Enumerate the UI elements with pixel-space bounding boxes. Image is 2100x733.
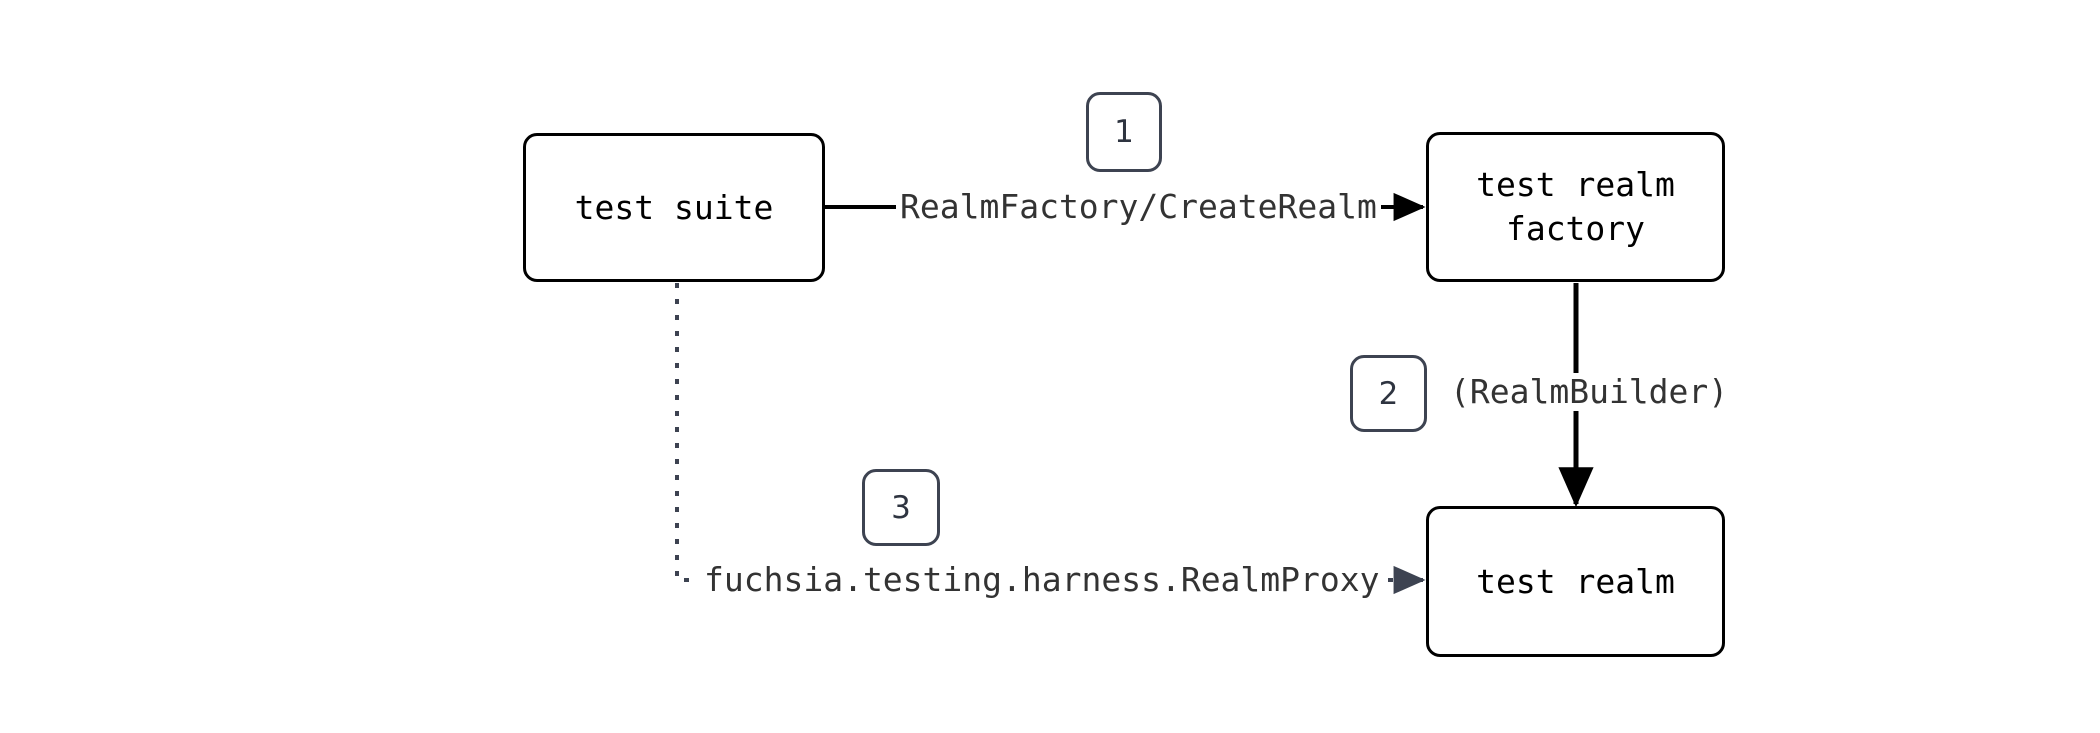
node-test-suite-label: test suite bbox=[574, 187, 774, 227]
node-test-suite[interactable]: test suite bbox=[523, 133, 825, 282]
edge-label-realm-proxy: fuchsia.testing.harness.RealmProxy bbox=[700, 561, 1384, 599]
node-test-realm[interactable]: test realm bbox=[1426, 506, 1725, 657]
step-badge-3[interactable]: 3 bbox=[862, 469, 940, 546]
step-badge-3-label: 3 bbox=[891, 489, 911, 526]
edge-label-create-realm: RealmFactory/CreateRealm bbox=[896, 188, 1381, 226]
edge-label-realm-builder: (RealmBuilder) bbox=[1446, 372, 1733, 411]
step-badge-1[interactable]: 1 bbox=[1086, 92, 1162, 172]
step-badge-2-label: 2 bbox=[1378, 375, 1399, 412]
edge-realm-proxy-line bbox=[675, 283, 700, 582]
node-test-realm-label: test realm bbox=[1476, 561, 1675, 601]
step-badge-1-label: 1 bbox=[1114, 114, 1134, 150]
node-test-realm-factory-label: test realm factory bbox=[1476, 165, 1675, 248]
edge-label-realm-builder-text: (RealmBuilder) bbox=[1450, 372, 1729, 411]
node-test-realm-factory[interactable]: test realm factory bbox=[1426, 132, 1725, 282]
step-badge-2[interactable]: 2 bbox=[1350, 355, 1427, 432]
edge-label-realm-proxy-text: fuchsia.testing.harness.RealmProxy bbox=[704, 560, 1380, 599]
edge-label-create-realm-text: RealmFactory/CreateRealm bbox=[900, 187, 1377, 226]
